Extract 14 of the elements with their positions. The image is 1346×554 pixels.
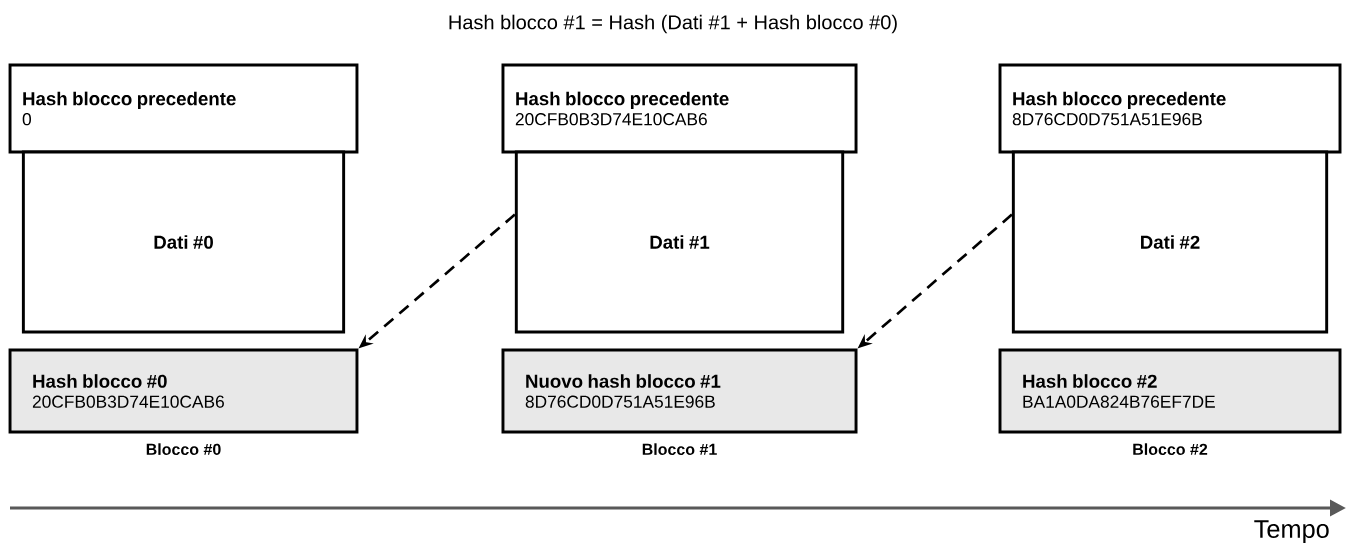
block-caption: Blocco #2 — [1133, 443, 1208, 455]
block-caption: Blocco #0 — [146, 443, 221, 455]
block-caption: Blocco #1 — [642, 443, 717, 455]
header-box: Hash blocco precedente 0 — [8, 63, 359, 154]
formula-title: Hash blocco #1 = Hash (Dati #1 + Hash blocco #0) — [449, 14, 897, 34]
data-box: Dati #2 — [1011, 150, 1329, 334]
data-box: Dati #0 — [21, 150, 346, 334]
header-box: Hash blocco precedente 20CFB0B3D74E10CAB6 — [501, 63, 858, 154]
hash-box: Nuovo hash blocco #1 8D76CD0D751A51E96B — [501, 348, 858, 434]
hash-box: Hash blocco #0 20CFB0B3D74E10CAB6 — [8, 348, 359, 434]
axis-label: Tempo — [1254, 520, 1329, 543]
hash-box: Hash blocco #2 BA1A0DA824B76EF7DE — [998, 348, 1342, 434]
data-box: Dati #1 — [514, 150, 845, 334]
header-box: Hash blocco precedente 8D76CD0D751A51E96B — [998, 63, 1342, 154]
